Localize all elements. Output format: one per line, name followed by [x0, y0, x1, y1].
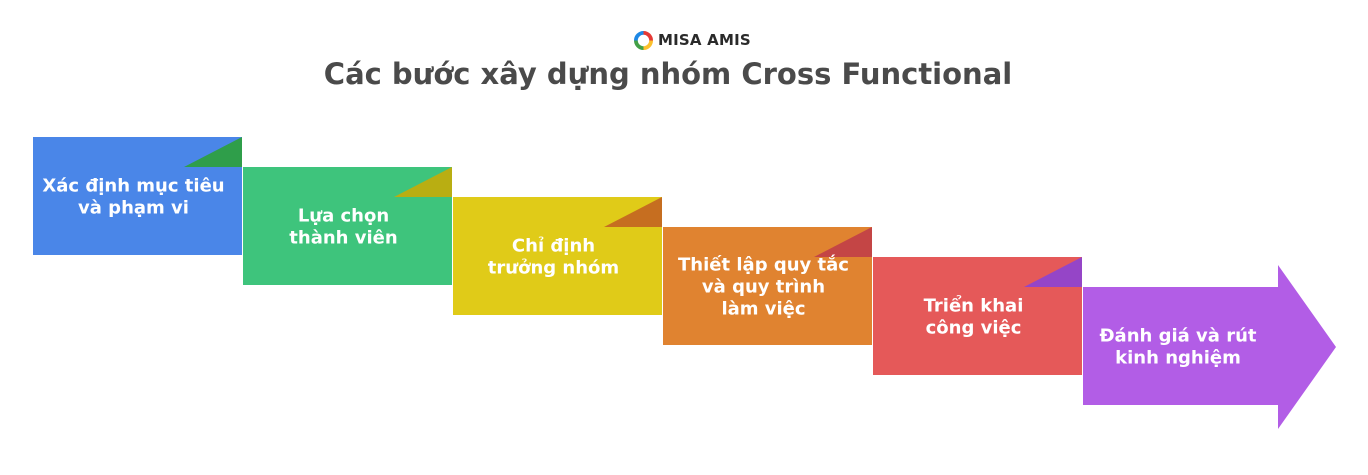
step-6-arrow: [1083, 265, 1336, 429]
diagram-title: Các bước xây dựng nhóm Cross Functional: [323, 57, 1013, 91]
step-4-fold: [814, 227, 872, 257]
step-3-fold: [604, 197, 662, 227]
misa-logo-icon: [634, 30, 653, 50]
brand-name: MISA AMIS: [658, 31, 751, 49]
step-5-fold: [1024, 257, 1082, 287]
step-2-fold: [394, 167, 452, 197]
brand-logo: MISA AMIS: [634, 29, 751, 51]
step-1-fold: [184, 137, 242, 167]
